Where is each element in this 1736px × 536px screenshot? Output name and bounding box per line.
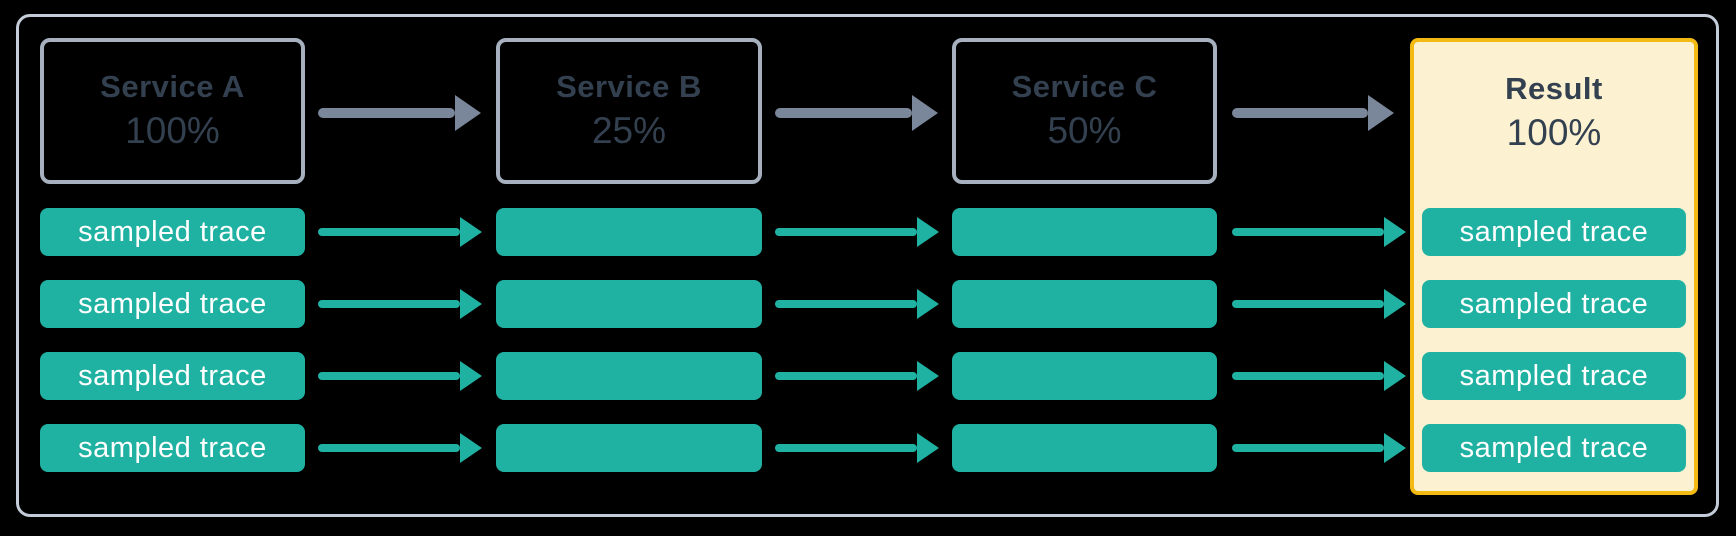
arrow-head [1368, 95, 1394, 131]
trace-bar-label: sampled trace [1459, 359, 1649, 392]
trace-bar-label: sampled trace [1459, 287, 1649, 320]
arrow-shaft [775, 372, 917, 380]
arrow-head [917, 217, 939, 247]
arrow-right-icon [775, 361, 939, 391]
trace-bar: sampled trace [1422, 352, 1686, 400]
trace-bar-label: sampled trace [1459, 215, 1649, 248]
trace-bar [496, 424, 762, 472]
arrow-shaft [318, 444, 460, 452]
arrow-shaft [775, 228, 917, 236]
arrow-right-icon [775, 289, 939, 319]
trace-bar [496, 280, 762, 328]
trace-bar: sampled trace [1422, 424, 1686, 472]
trace-bar [952, 424, 1217, 472]
arrow-right-icon [1232, 95, 1394, 131]
trace-bar: sampled trace [40, 424, 305, 472]
arrow-right-icon [775, 95, 938, 131]
arrow-head [460, 289, 482, 319]
arrow-shaft [1232, 228, 1384, 236]
arrow-head [455, 95, 481, 131]
arrow-right-icon [1232, 289, 1406, 319]
arrow-head [1384, 217, 1406, 247]
service-b-title: Service B [556, 69, 702, 105]
result-panel: Result 100% [1410, 38, 1698, 495]
trace-bar: sampled trace [40, 208, 305, 256]
diagram-frame [16, 14, 1719, 517]
service-c-title: Service C [1011, 69, 1158, 105]
arrow-head [917, 289, 939, 319]
trace-bar: sampled trace [1422, 208, 1686, 256]
trace-bar [952, 352, 1217, 400]
service-a-box: Service A 100% [40, 38, 305, 184]
service-a-rate: 100% [125, 110, 220, 152]
arrow-shaft [318, 228, 460, 236]
arrow-shaft [318, 108, 455, 118]
arrow-right-icon [318, 433, 482, 463]
arrow-right-icon [318, 217, 482, 247]
arrow-right-icon [1232, 361, 1406, 391]
service-b-box: Service B 25% [496, 38, 762, 184]
arrow-head [917, 361, 939, 391]
trace-bar [496, 208, 762, 256]
trace-bar-label: sampled trace [78, 215, 267, 248]
arrow-right-icon [318, 361, 482, 391]
result-title: Result [1505, 71, 1603, 107]
arrow-shaft [1232, 300, 1384, 308]
arrow-shaft [318, 300, 460, 308]
arrow-head [460, 217, 482, 247]
arrow-shaft [1232, 444, 1384, 452]
arrow-head [1384, 433, 1406, 463]
trace-bar: sampled trace [40, 352, 305, 400]
trace-bar-label: sampled trace [78, 359, 267, 392]
arrow-right-icon [1232, 433, 1406, 463]
arrow-shaft [775, 300, 917, 308]
result-header: Result 100% [1414, 42, 1694, 184]
arrow-right-icon [775, 217, 939, 247]
trace-bar-label: sampled trace [78, 287, 267, 320]
arrow-shaft [775, 108, 912, 118]
trace-bar [952, 208, 1217, 256]
arrow-right-icon [318, 95, 481, 131]
arrow-shaft [1232, 108, 1368, 118]
arrow-shaft [1232, 372, 1384, 380]
arrow-head [460, 433, 482, 463]
trace-bar-label: sampled trace [78, 431, 267, 464]
trace-bar-label: sampled trace [1459, 431, 1649, 464]
trace-bar: sampled trace [1422, 280, 1686, 328]
trace-bar [496, 352, 762, 400]
arrow-head [1384, 289, 1406, 319]
result-rate: 100% [1506, 112, 1602, 154]
arrow-head [912, 95, 938, 131]
service-c-box: Service C 50% [952, 38, 1217, 184]
trace-bar: sampled trace [40, 280, 305, 328]
trace-bar [952, 280, 1217, 328]
arrow-shaft [775, 444, 917, 452]
arrow-shaft [318, 372, 460, 380]
service-b-rate: 25% [591, 110, 667, 152]
arrow-head [917, 433, 939, 463]
service-c-rate: 50% [1047, 110, 1122, 152]
arrow-right-icon [318, 289, 482, 319]
arrow-right-icon [775, 433, 939, 463]
arrow-head [460, 361, 482, 391]
arrow-right-icon [1232, 217, 1406, 247]
service-a-title: Service A [100, 69, 245, 105]
arrow-head [1384, 361, 1406, 391]
